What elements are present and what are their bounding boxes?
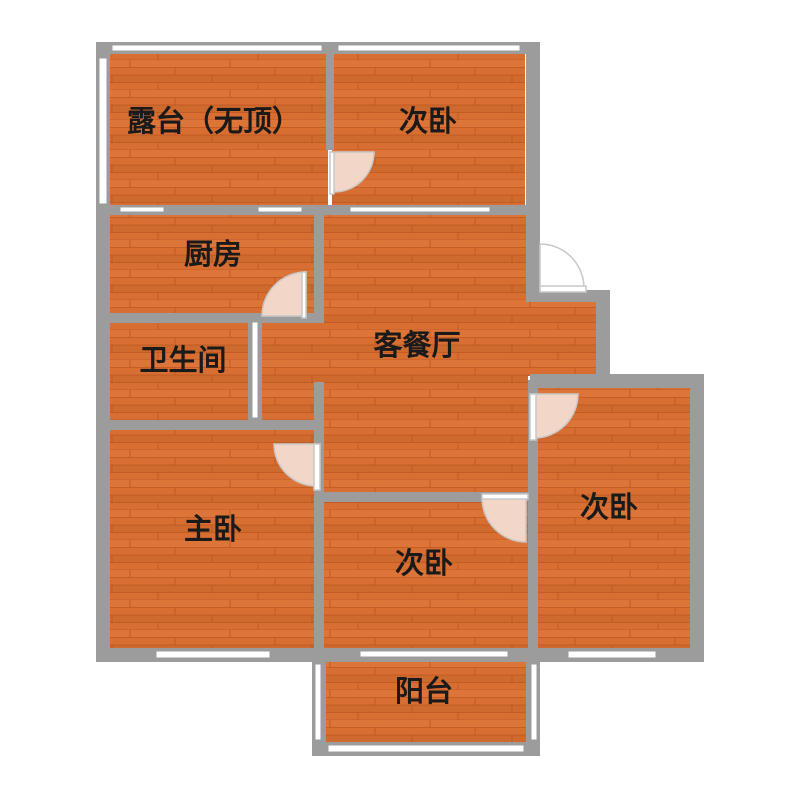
window-kitchen-top <box>119 206 165 213</box>
bedroom-right-floor <box>536 386 690 650</box>
door-leaf-master <box>313 443 321 491</box>
door-bedroom-middle <box>481 497 527 543</box>
window-bedroom-top <box>337 44 521 52</box>
wall-terrace-bedroom-divider <box>326 52 334 150</box>
wall-bedroom-right-left <box>528 380 538 662</box>
door-leaf-entrance <box>539 285 587 293</box>
door-leaf-kitchen <box>301 271 307 319</box>
window-bedroom-right-bottom <box>567 650 657 659</box>
door-bedroom-top <box>333 151 375 193</box>
wall-terrace-bottom <box>96 205 320 215</box>
windows <box>98 44 657 753</box>
living-floor-lower <box>322 422 528 494</box>
door-bedroom-right <box>533 393 579 439</box>
window-bathroom-right <box>251 321 259 419</box>
wall-east-top-step <box>526 290 610 302</box>
window-living-top <box>349 206 491 213</box>
label-bedroom-right: 次卧 <box>580 490 638 524</box>
window-terrace-left <box>98 57 108 205</box>
label-living-dining: 客餐厅 <box>373 328 460 362</box>
label-bedroom-top: 次卧 <box>399 104 457 138</box>
door-leaf-bedroom-top <box>329 151 335 195</box>
wall-kitchen-bottom <box>96 313 324 323</box>
balcony-floor <box>324 660 528 744</box>
wall-right-top <box>526 42 540 298</box>
label-bathroom: 卫生间 <box>139 343 226 377</box>
wall-master-right <box>314 382 324 662</box>
label-balcony: 阳台 <box>395 674 453 708</box>
label-bedroom-middle: 次卧 <box>395 546 453 580</box>
window-kitchen-top-2 <box>257 206 303 213</box>
label-kitchen: 厨房 <box>184 237 242 271</box>
bathroom-floor <box>110 320 250 422</box>
window-balcony-left <box>314 663 322 741</box>
wall-bedroom-right-right <box>690 374 704 662</box>
wall-east-right <box>596 290 610 384</box>
wall-living-bottom <box>316 492 530 502</box>
door-leaf-bedroom-right <box>529 393 537 441</box>
living-floor-east <box>526 302 598 376</box>
wall-bathroom-bottom <box>96 420 324 430</box>
window-balcony-door <box>359 650 509 658</box>
doors <box>261 151 587 543</box>
door-kitchen <box>261 271 307 317</box>
door-leaf-bedroom-middle <box>481 493 529 500</box>
room-labels: 露台（无顶） 次卧 厨房 客餐厅 卫生间 次卧 主卧 次卧 阳台 <box>127 104 638 708</box>
wall-bedroom-right-top <box>530 374 704 388</box>
window-balcony-bottom <box>327 744 525 753</box>
wall-left-main <box>96 206 110 662</box>
wall-kitchen-right <box>314 205 324 321</box>
label-master-bedroom: 主卧 <box>184 512 242 546</box>
bedroom-top-floor <box>332 52 525 206</box>
floors <box>108 52 690 744</box>
window-terrace-top <box>111 44 323 52</box>
living-floor-corridor <box>258 320 324 422</box>
label-terrace: 露台（无顶） <box>127 104 301 138</box>
door-entrance-exterior <box>539 243 585 289</box>
terrace-floor <box>108 52 328 206</box>
window-master-bottom <box>155 650 271 659</box>
door-master <box>273 443 317 487</box>
window-balcony-right <box>530 663 538 741</box>
